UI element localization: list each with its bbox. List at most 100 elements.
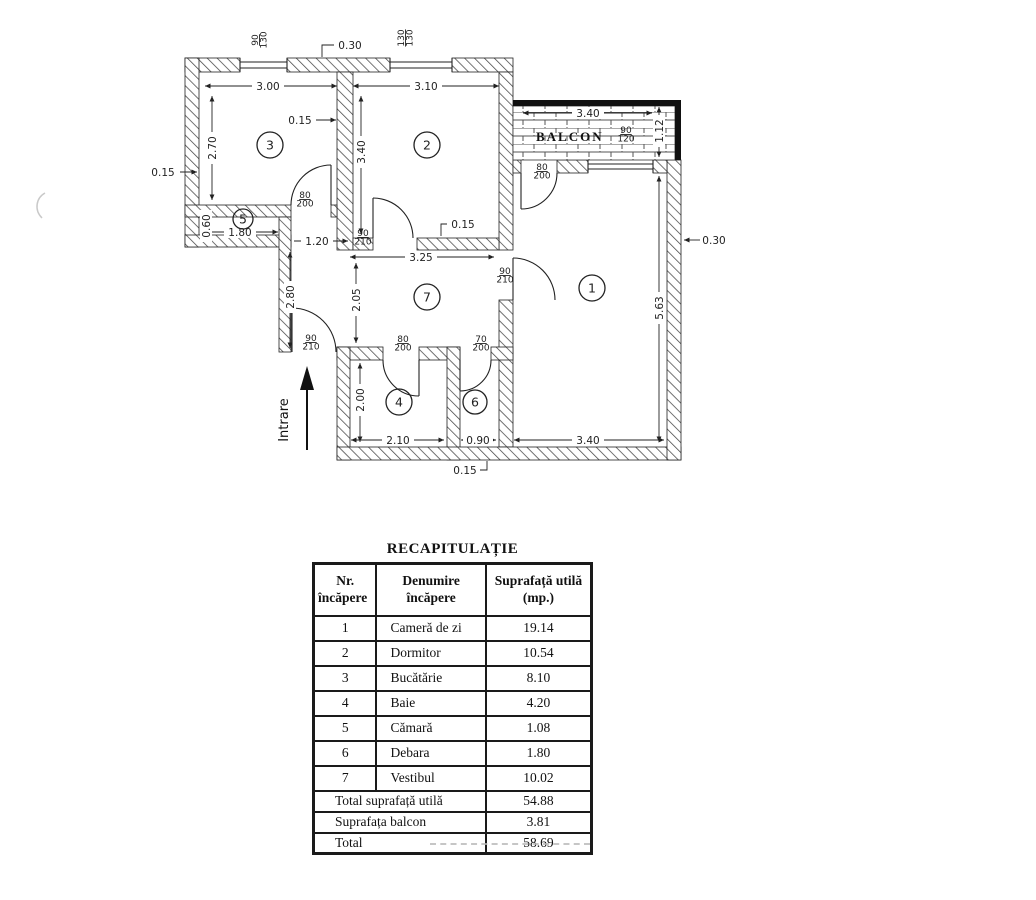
doors <box>290 164 558 397</box>
pantry-area-door <box>290 164 332 206</box>
balcony-area-row: Suprafața balcon 3.81 <box>312 810 593 834</box>
cell-nr: 6 <box>312 739 378 767</box>
wall-segment <box>512 159 522 174</box>
cell-name: Cămară <box>375 714 487 742</box>
dim-wall-right: 0.30 <box>702 235 725 247</box>
dim-kitchen-height: 2.70 <box>207 136 219 159</box>
header-suprafata-line2: (mp.) <box>522 589 554 605</box>
dim-living-width: 3.40 <box>576 435 599 447</box>
dim-passage-width: 1.20 <box>305 236 328 248</box>
cell-area: 1.80 <box>484 739 593 767</box>
wall-segment <box>556 159 589 174</box>
table-row: 7 Vestibul 10.02 <box>312 764 593 792</box>
wall-segment <box>336 446 682 461</box>
room-number-hall: 7 <box>423 290 431 305</box>
wall-segment <box>184 57 200 248</box>
room-number-bedroom: 2 <box>423 138 431 153</box>
total-util-value: 54.88 <box>485 789 593 813</box>
cell-nr: 4 <box>312 689 378 717</box>
table-row: 1 Cameră de zi 19.14 <box>312 614 593 642</box>
dim-storage-width: 0.90 <box>466 435 489 447</box>
cell-nr: 3 <box>312 664 378 692</box>
dim-bedroom-height: 3.40 <box>356 140 368 163</box>
cell-nr: 1 <box>312 614 378 642</box>
header-denumire-line2: încăpere <box>406 589 456 605</box>
balcony-area-value: 3.81 <box>485 810 593 834</box>
header-nr-line2: încăpere <box>318 589 368 605</box>
cell-area: 19.14 <box>484 614 593 642</box>
wall-segment <box>336 346 351 461</box>
table-row: 4 Baie 4.20 <box>312 689 593 717</box>
entrance-label: Intrare <box>277 398 292 442</box>
wall-segment <box>446 346 461 461</box>
dim-hall-height: 2.05 <box>351 288 363 311</box>
wall-segment <box>330 204 338 218</box>
room-number-storage: 6 <box>471 395 479 410</box>
cell-area: 1.08 <box>484 714 593 742</box>
header-nr-line1: Nr. <box>336 572 355 588</box>
table-header-row: Nr. încăpere Denumire încăpere Suprafață… <box>312 562 593 617</box>
kitchen-window-label: 90130 <box>251 31 270 48</box>
dim-pantry-width: 1.80 <box>228 227 251 239</box>
cell-name: Dormitor <box>375 639 487 667</box>
balcony-parapet-top <box>513 100 681 106</box>
wall-segment <box>652 159 668 174</box>
dim-bath-width: 2.10 <box>386 435 409 447</box>
dim-corridor-height: 2.80 <box>285 285 297 308</box>
room-number-bath: 4 <box>395 395 403 410</box>
recap-title: RECAPITULAȚIE <box>386 541 519 557</box>
dim-bedroom-width: 3.10 <box>414 81 437 93</box>
dim-wall-mid: 0.15 <box>288 115 311 127</box>
header-nr: Nr. încăpere <box>312 562 378 617</box>
header-suprafata: Suprafață utilă (mp.) <box>484 562 593 617</box>
balcony-label: BALCON <box>536 129 604 144</box>
table-row: 2 Dormitor 10.54 <box>312 639 593 667</box>
wall-segment <box>498 71 514 251</box>
cell-name: Vestibul <box>375 764 487 792</box>
dim-kitchen-width: 3.00 <box>256 81 279 93</box>
header-suprafata-line1: Suprafață utilă <box>494 572 583 588</box>
wall-segment <box>451 57 514 73</box>
dim-pier-top: 0.30 <box>338 40 361 52</box>
cell-name: Cameră de zi <box>375 614 487 642</box>
cell-area: 8.10 <box>484 664 593 692</box>
scan-artifact-dashed-line <box>430 843 590 845</box>
dim-living-height: 5.63 <box>654 296 666 319</box>
dim-wall-bedroom: 0.15 <box>451 219 474 231</box>
header-denumire-line1: Denumire <box>402 572 460 588</box>
wall-segment <box>498 299 514 448</box>
scan-artifact <box>36 192 46 219</box>
wall-segment <box>352 237 374 251</box>
kitchen-window <box>239 58 288 72</box>
wall-segment <box>336 71 354 251</box>
wall-segment <box>666 159 682 461</box>
cell-nr: 5 <box>312 714 378 742</box>
total-util-row: Total suprafață utilă 54.88 <box>312 789 593 813</box>
entrance-arrow: Intrare <box>277 366 314 450</box>
room-numbers: 3 2 1 7 4 6 5 <box>232 131 606 416</box>
bedroom-door <box>372 197 414 239</box>
cell-area: 10.02 <box>484 764 593 792</box>
walls <box>184 57 682 461</box>
storage-door <box>459 359 492 392</box>
room-number-pantry: 5 <box>239 212 247 227</box>
table-row: 5 Cămară 1.08 <box>312 714 593 742</box>
room-number-living: 1 <box>588 281 596 296</box>
bedroom-window <box>389 58 453 72</box>
header-denumire: Denumire încăpere <box>375 562 487 617</box>
windows <box>239 58 654 173</box>
wall-segment <box>416 237 500 251</box>
dim-wall-bottom: 0.15 <box>453 465 476 477</box>
dim-balcony-depth: 1.12 <box>654 119 666 142</box>
balcony-parapet-right <box>675 100 681 160</box>
